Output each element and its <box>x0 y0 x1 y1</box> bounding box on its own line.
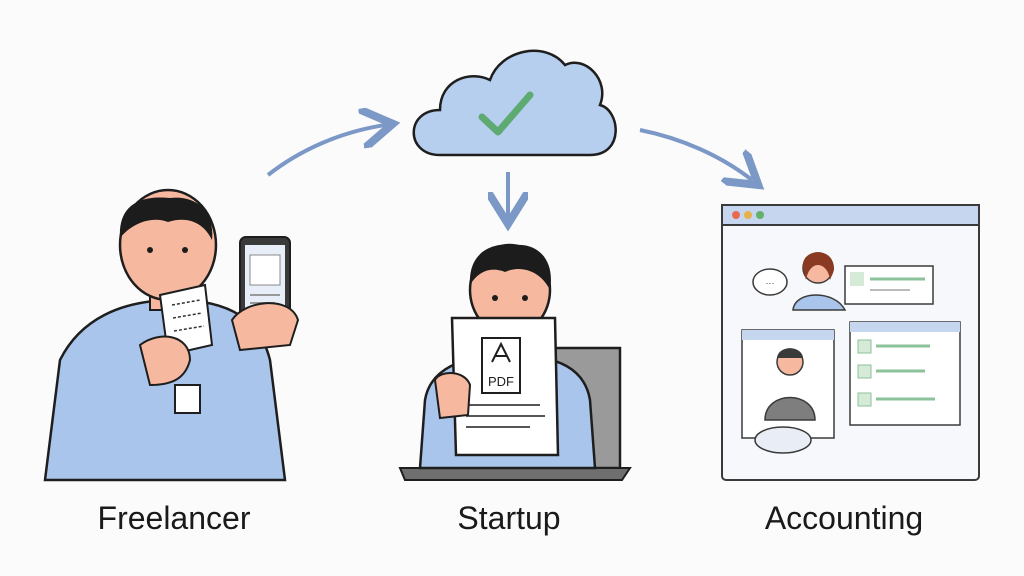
pdf-document: PDF <box>450 316 560 457</box>
freelancer-figure <box>43 188 300 482</box>
caption-startup: Startup <box>457 500 561 536</box>
info-card <box>844 265 934 305</box>
browser-window-icon: ··· <box>721 204 980 481</box>
video-panel <box>741 329 835 439</box>
cloud-check-icon <box>412 49 617 157</box>
arrow-right-icon <box>639 128 752 180</box>
pdf-icon: PDF <box>481 337 521 394</box>
speech-bubble-icon: ··· <box>752 268 788 296</box>
arrow-right-icon <box>266 125 385 177</box>
startup-figure: PDF <box>398 243 632 481</box>
caption-accounting: Accounting <box>764 500 924 536</box>
data-list-panel <box>849 321 961 426</box>
svg-text:···: ··· <box>766 278 775 288</box>
avatar-woman <box>792 252 847 311</box>
stamp-icon <box>754 426 812 454</box>
pdf-label: PDF <box>488 374 514 389</box>
caption-freelancer: Freelancer <box>97 500 251 536</box>
